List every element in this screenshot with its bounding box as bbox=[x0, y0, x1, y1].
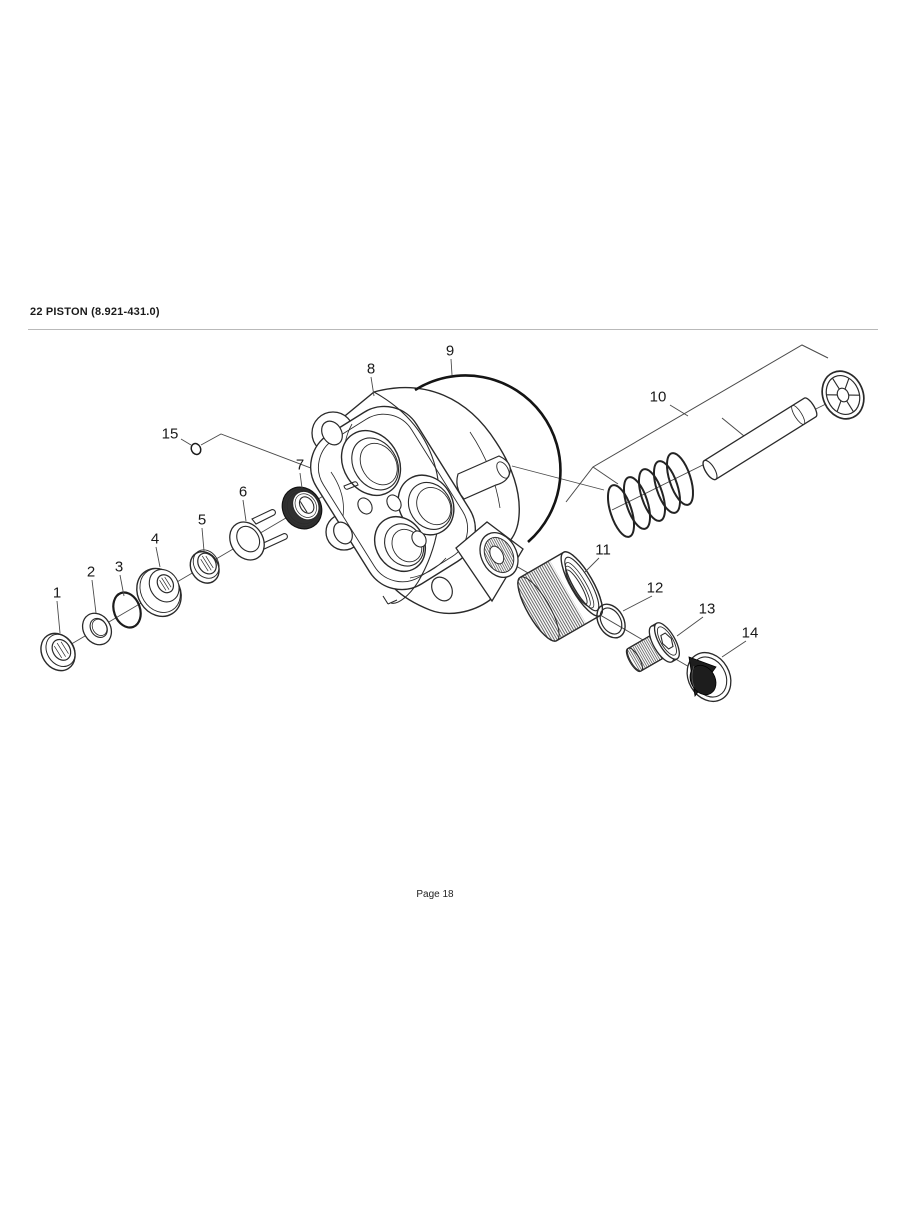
part-callout-2: 2 bbox=[86, 563, 96, 581]
part-callout-7: 7 bbox=[295, 456, 305, 474]
part-callout-10: 10 bbox=[649, 388, 667, 406]
part-callout-8: 8 bbox=[366, 360, 376, 378]
part-callout-11: 11 bbox=[595, 541, 611, 559]
part-callout-6: 6 bbox=[238, 483, 248, 501]
part-9-o-ring-large bbox=[414, 374, 562, 543]
title-rule bbox=[28, 329, 878, 330]
part-2-washer bbox=[81, 612, 113, 646]
part-13-screw-plug bbox=[625, 622, 680, 673]
part-1-shaft-seal bbox=[40, 632, 76, 672]
part-14-valve-cone bbox=[686, 652, 732, 702]
housing-pin-tube bbox=[456, 455, 511, 500]
part-10-star-lock-washer bbox=[821, 370, 865, 420]
part-callout-13: 13 bbox=[698, 600, 716, 618]
part-callout-1: 1 bbox=[52, 584, 62, 602]
housing-bore-top bbox=[340, 429, 402, 497]
part-callout-9: 9 bbox=[445, 342, 455, 360]
part-callout-5: 5 bbox=[197, 511, 207, 529]
part-10-pin bbox=[702, 397, 818, 481]
part-6-washer-with-pins bbox=[229, 509, 288, 561]
housing-outlet-port bbox=[455, 521, 524, 603]
part-15-o-ring-small bbox=[190, 442, 202, 456]
part-callout-15: 15 bbox=[161, 425, 179, 443]
page-title: 22 PISTON (8.921-431.0) bbox=[30, 306, 160, 318]
part-7-grooved-seal bbox=[281, 486, 323, 530]
part-5-ring bbox=[189, 549, 220, 584]
callout-leader-lines bbox=[56, 358, 747, 658]
part-8-pump-housing bbox=[309, 386, 524, 615]
part-callout-14: 14 bbox=[741, 624, 759, 642]
part-3-o-ring bbox=[112, 591, 142, 629]
part-10-spring bbox=[606, 452, 695, 538]
part-callout-12: 12 bbox=[646, 579, 664, 597]
part-11-knurled-cap-nut bbox=[510, 551, 604, 647]
part-callout-3: 3 bbox=[114, 558, 124, 576]
part-callout-4: 4 bbox=[150, 530, 160, 548]
part-4-support-ring bbox=[136, 567, 182, 618]
page-number: Page 18 bbox=[416, 889, 454, 900]
part-10-group-bracket bbox=[565, 344, 829, 503]
